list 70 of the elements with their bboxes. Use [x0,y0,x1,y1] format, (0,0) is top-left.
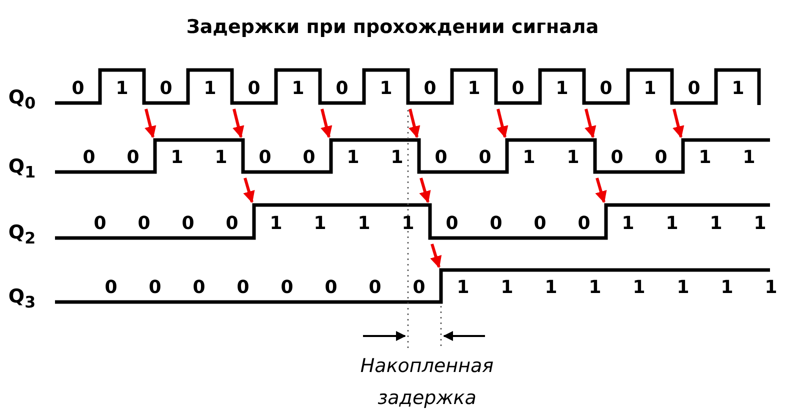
bit-value: 1 [676,279,690,297]
bit-value: 1 [754,214,766,232]
bit-value: 0 [324,279,338,297]
signal-name: Q$_{2}$ [8,224,36,246]
signal-name: Q$_{3}$ [8,288,36,310]
bit-value: 0 [654,149,668,167]
bit-value: 0 [478,149,492,167]
bit-value: 1 [204,80,216,98]
bit-value: 0 [434,149,448,167]
bit-value: 1 [468,80,480,98]
bit-value: 1 [588,279,602,297]
bit-value: 0 [534,214,546,232]
bit-value: 1 [402,214,414,232]
bit-value: 0 [160,80,172,98]
bit-value: 1 [666,214,678,232]
bit-value: 1 [390,149,404,167]
bit-value: 1 [170,149,184,167]
bit-value: 1 [556,80,568,98]
bit-value: 1 [644,80,656,98]
bit-value: 0 [104,279,118,297]
bit-value: 0 [148,279,162,297]
bit-value: 0 [424,80,436,98]
bit-value: 1 [358,214,370,232]
bit-value: 0 [688,80,700,98]
bit-value: 1 [522,149,536,167]
diagram-title: Задержки при прохождении сигнала [185,16,600,38]
bit-value: 1 [764,279,778,297]
bit-value: 1 [698,149,712,167]
bit-value: 1 [346,149,360,167]
bit-value: 0 [610,149,624,167]
bit-value: 0 [280,279,294,297]
bit-value: 0 [72,80,84,98]
bit-value: 1 [622,214,634,232]
bit-value: 0 [182,214,194,232]
bit-value: 1 [732,80,744,98]
bit-value: 1 [632,279,646,297]
bit-value: 0 [512,80,524,98]
bit-value: 1 [380,80,392,98]
bit-value: 0 [600,80,612,98]
bit-value: 0 [126,149,140,167]
bit-value: 0 [226,214,238,232]
bit-value: 1 [544,279,558,297]
bit-value: 0 [412,279,426,297]
bit-value: 1 [456,279,470,297]
bit-value: 1 [314,214,326,232]
bit-value: 0 [192,279,206,297]
bit-value: 0 [446,214,458,232]
bit-value: 0 [248,80,260,98]
bit-value: 0 [258,149,272,167]
bit-value: 0 [138,214,150,232]
bit-value: 0 [236,279,250,297]
delay-caption: Накопленная задержка [359,354,495,411]
bit-value: 0 [368,279,382,297]
bit-value: 0 [302,149,316,167]
bit-value: 0 [578,214,590,232]
signal-name: Q$_{1}$ [8,158,36,180]
bit-value: 1 [710,214,722,232]
bit-value: 0 [336,80,348,98]
bit-value: 0 [82,149,96,167]
bit-value: 1 [500,279,514,297]
bit-value: 1 [270,214,282,232]
bit-value: 1 [720,279,734,297]
bit-value: 1 [116,80,128,98]
bit-value: 0 [94,214,106,232]
signal-name: Q$_{0}$ [8,88,36,112]
bit-value: 1 [214,149,228,167]
bit-value: 1 [292,80,304,98]
bit-value: 1 [742,149,756,167]
bit-value: 1 [566,149,580,167]
bit-value: 0 [490,214,502,232]
